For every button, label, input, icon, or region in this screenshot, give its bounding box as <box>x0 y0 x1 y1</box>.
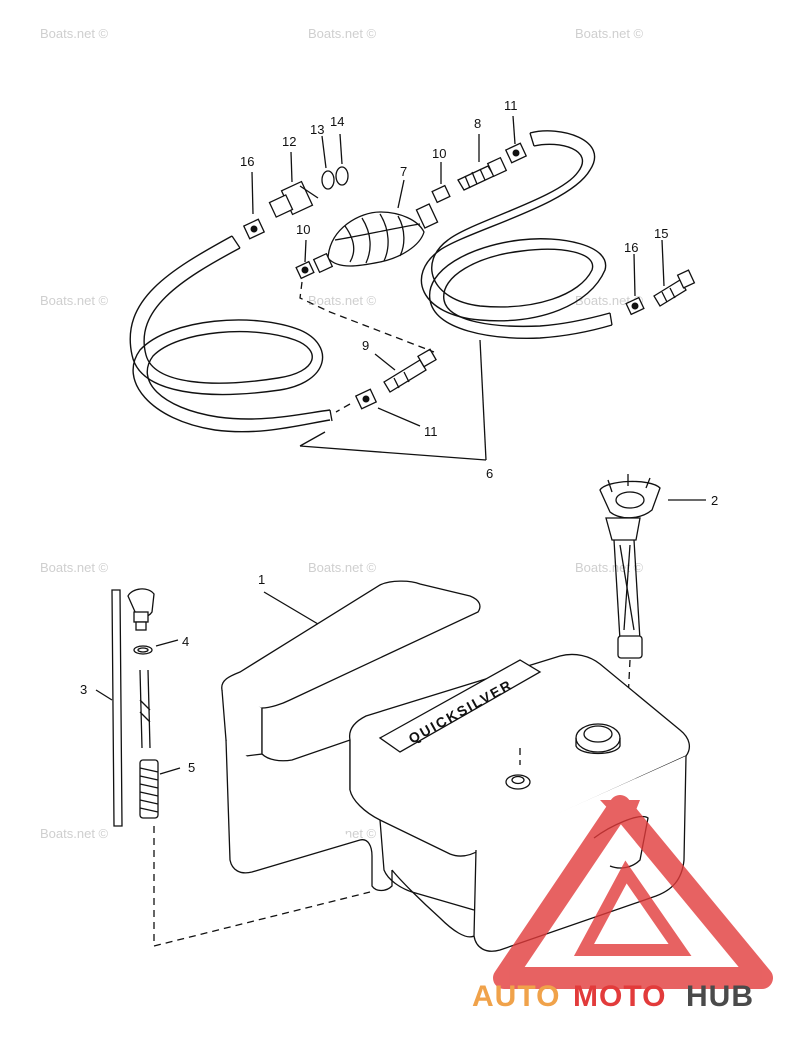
watermark: Boats.net © <box>40 560 109 575</box>
watermark: Boats.net © <box>308 560 377 575</box>
fitting-8 <box>457 156 508 191</box>
connector-15 <box>653 269 696 307</box>
callout-9: 9 <box>362 338 369 353</box>
callout-10-top: 10 <box>432 146 446 161</box>
clamp-10-lower <box>295 260 315 280</box>
clamp-11-top <box>504 142 528 164</box>
watermark: Boats.net © <box>575 26 644 41</box>
fuel-pickup-tube <box>599 474 706 701</box>
callout-16-left: 16 <box>240 154 254 169</box>
right-hose-coil <box>420 130 613 339</box>
watermark: Boats.net © <box>40 26 109 41</box>
callout-11-top: 11 <box>504 98 518 113</box>
watermark: Boats.net © <box>40 826 109 841</box>
callout-16-right: 16 <box>624 240 638 255</box>
callout-6: 6 <box>486 466 493 481</box>
clamp-11-lower <box>354 388 378 410</box>
callout-13: 13 <box>310 122 324 137</box>
o-ring-14 <box>335 166 349 186</box>
callout-12: 12 <box>282 134 296 149</box>
fitting-port <box>505 774 531 790</box>
callout-7: 7 <box>400 164 407 179</box>
watermark: Boats.net © <box>308 293 377 308</box>
left-hose-coil <box>129 235 333 433</box>
callout-11-lower: 11 <box>424 424 438 439</box>
watermark: Boats.net © <box>40 293 109 308</box>
logo-text-moto: MOTO <box>573 980 666 1013</box>
callout-1: 1 <box>258 572 265 587</box>
o-ring-13 <box>321 170 335 190</box>
primer-bulb <box>312 203 439 274</box>
callout-3: 3 <box>80 682 87 697</box>
callout-8: 8 <box>474 116 481 131</box>
tank-fitting-assembly <box>95 588 181 827</box>
fitting-9 <box>383 348 437 393</box>
callout-10-lower: 10 <box>296 222 310 237</box>
watermark: Boats.net © <box>575 560 644 575</box>
logo-text-auto: AUTO <box>472 980 560 1013</box>
fuel-line-assembly <box>129 115 696 461</box>
callout-15: 15 <box>654 226 668 241</box>
connector-12 <box>268 180 319 218</box>
watermark: Boats.net © <box>308 26 377 41</box>
automotohub-logo: AUTO MOTO HUB <box>472 795 773 1013</box>
callout-5: 5 <box>188 760 195 775</box>
watermark-layer: Boats.net © Boats.net © Boats.net © Boat… <box>40 26 644 841</box>
fill-cap <box>575 723 621 755</box>
clamp-16-right <box>625 296 645 316</box>
callout-14: 14 <box>330 114 344 129</box>
logo-triangle-icon <box>493 795 773 989</box>
logo-text-hub: HUB <box>686 980 754 1013</box>
clamp-16-left <box>242 218 266 240</box>
leader-lines-top <box>251 115 665 461</box>
callout-labels: 1 2 3 4 5 6 7 8 9 10 10 11 11 12 13 14 1… <box>80 98 718 775</box>
callout-2: 2 <box>711 493 718 508</box>
callout-4: 4 <box>182 634 189 649</box>
assembly-line <box>335 403 351 413</box>
clamp-10-top <box>431 184 451 204</box>
